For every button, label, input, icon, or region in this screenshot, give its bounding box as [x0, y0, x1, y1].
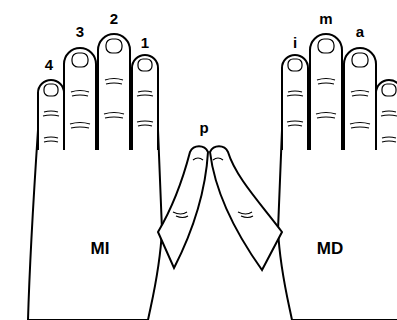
finger-number: 3: [76, 24, 84, 39]
right-thumb: [210, 146, 282, 270]
right-hand: [278, 34, 397, 320]
hand-label: MD: [317, 240, 343, 257]
finger-letter: a: [356, 24, 364, 39]
thumb-letter: p: [199, 120, 208, 135]
finger-letter: i: [293, 35, 297, 50]
hand-label: MI: [91, 240, 110, 257]
finger-number: 2: [110, 11, 118, 26]
finger-letter: m: [319, 11, 332, 26]
finger-number: 1: [141, 35, 149, 50]
finger-number: 4: [45, 57, 53, 72]
left-thumb: [158, 146, 208, 268]
left-hand: [28, 34, 162, 320]
